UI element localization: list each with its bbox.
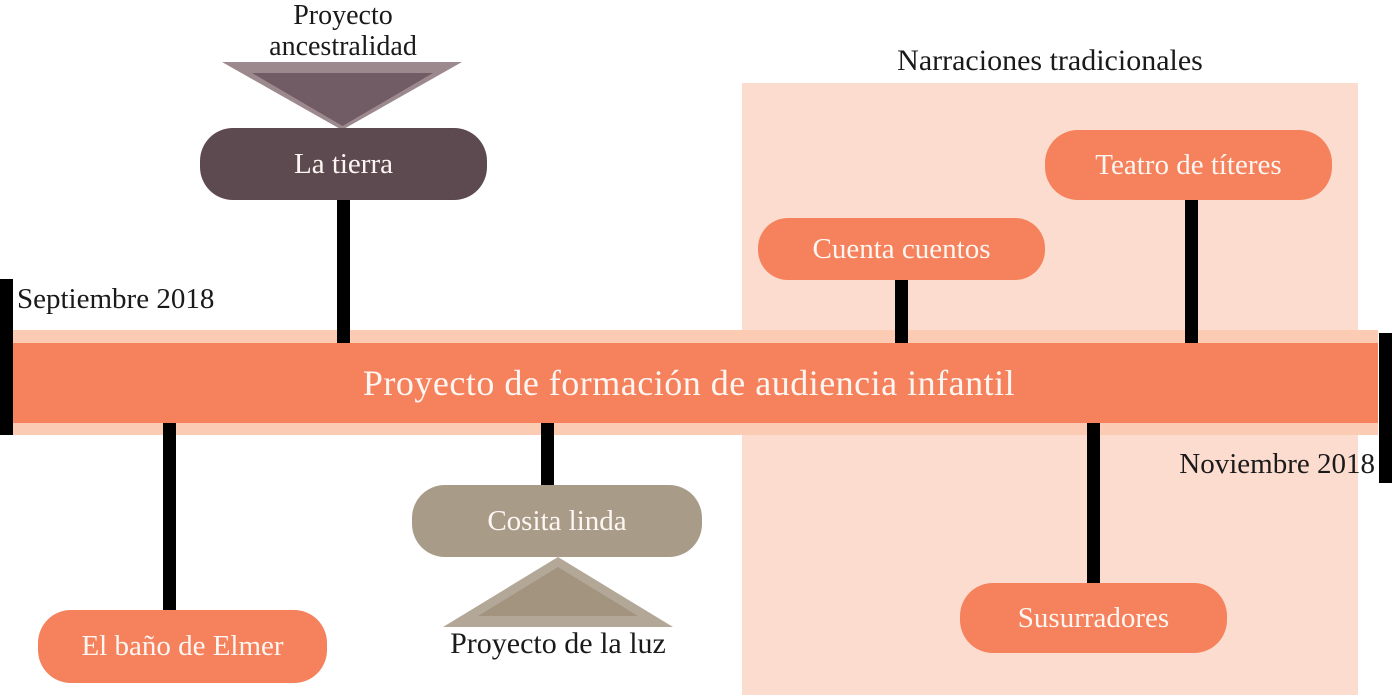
event-label: Susurradores [1017,601,1170,634]
start-date-marker [0,279,13,435]
event-node-susurradores: Susurradores [960,583,1227,653]
event-node-la-tierra: La tierra [200,128,487,200]
timeline-bar: Proyecto de formación de audiencia infan… [0,343,1378,423]
ancestralidad-annotation: Proyecto ancestralidad [269,0,417,62]
luz-annotation: Proyecto de la luz [450,627,666,660]
cuenta-cuentos-connector [895,278,908,343]
event-node-cosita-linda: Cosita linda [412,485,702,557]
ancestralidad-funnel-inner-triangle-icon [252,73,433,126]
elmer-connector [163,423,176,612]
susurradores-connector [1087,423,1100,585]
event-label: La tierra [293,147,393,180]
event-label: Teatro de títeres [1095,148,1282,181]
cosita-linda-connector [541,423,554,487]
event-label: Cosita linda [487,504,627,537]
end-date-marker [1379,333,1392,483]
start-date-label: Septiembre 2018 [17,283,215,315]
event-node-teatro-titeres: Teatro de títeres [1045,130,1332,200]
event-label: El baño de Elmer [81,630,284,662]
event-node-cuenta-cuentos: Cuenta cuentos [758,218,1045,280]
la-tierra-connector [337,196,350,343]
end-date-label: Noviembre 2018 [1179,448,1375,480]
event-label: Cuenta cuentos [812,232,991,265]
narraciones-group-label: Narraciones tradicionales [897,44,1203,77]
event-node-el-bano-de-elmer: El baño de Elmer [38,610,327,683]
timeline-title: Proyecto de formación de audiencia infan… [362,363,1016,403]
teatro-titeres-connector [1185,198,1198,343]
